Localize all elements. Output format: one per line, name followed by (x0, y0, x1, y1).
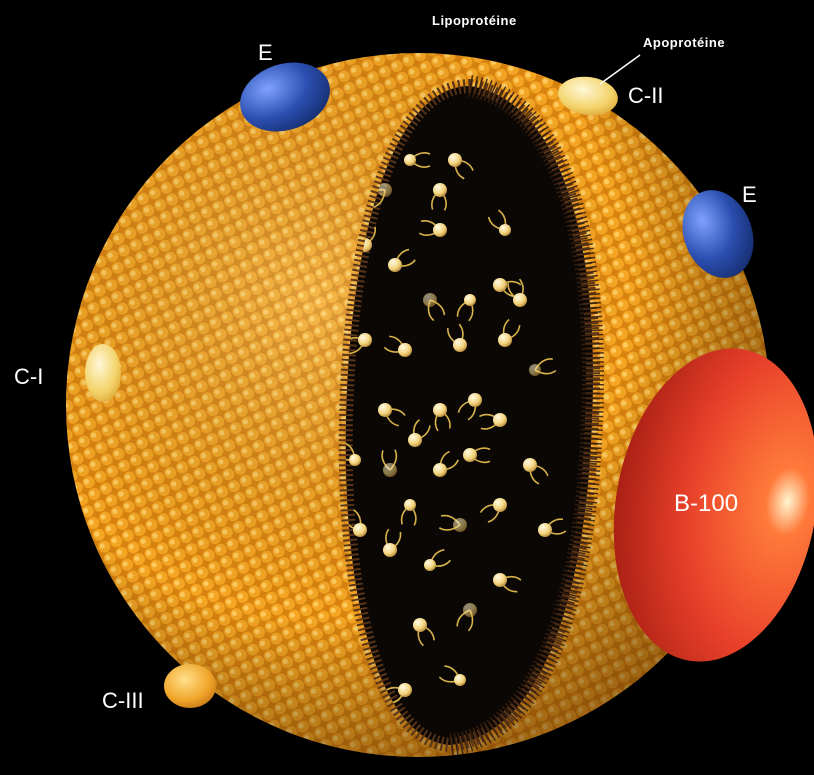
label-c2: C-II (628, 83, 663, 108)
label-c1: C-I (14, 364, 43, 389)
label-e-right: E (742, 182, 757, 207)
callout-apoproteine: Apoprotéine (643, 35, 725, 50)
label-b100: B-100 (674, 490, 738, 517)
label-e-top: E (258, 40, 273, 65)
apo-c1-shape (85, 344, 121, 402)
label-c3: C-III (102, 688, 144, 713)
diagram-title: Lipoprotéine (432, 13, 517, 28)
apo-c3-shape (164, 664, 216, 708)
